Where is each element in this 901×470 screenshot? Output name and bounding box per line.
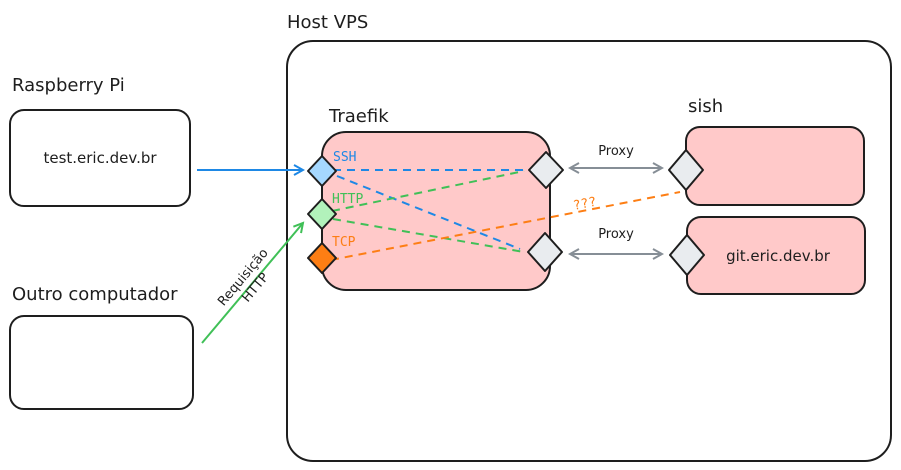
traefik-connector-bottom <box>527 232 563 272</box>
http-port-label: HTTP <box>332 192 363 207</box>
unknown-route-label: ??? <box>572 195 598 214</box>
http-route-line-top <box>331 170 525 212</box>
host-vps-container <box>286 40 892 462</box>
sish-top-connector <box>668 149 704 191</box>
proxy-label-top: Proxy <box>598 144 634 159</box>
tcp-port <box>307 242 337 274</box>
tcp-port-label: TCP <box>332 235 356 250</box>
raspberry-pi-box <box>9 109 191 207</box>
traefik-label: Traefik <box>328 106 389 127</box>
http-request-arrow <box>201 223 303 344</box>
raspberry-pi-label: Raspberry Pi <box>12 75 125 96</box>
ssh-route-line-diagonal <box>336 175 521 250</box>
host-vps-label: Host VPS <box>287 12 368 33</box>
sish-top-box <box>685 126 865 206</box>
ssh-port-label: SSH <box>333 150 356 165</box>
traefik-connector-top <box>528 151 564 189</box>
proxy-label-bottom: Proxy <box>598 227 634 242</box>
sish-label: sish <box>688 96 723 117</box>
tcp-route-line <box>330 191 681 261</box>
http-route-line-bottom <box>332 218 525 253</box>
outro-computador-box <box>9 315 194 410</box>
outro-computador-label: Outro computador <box>12 284 178 305</box>
sish-bottom-host: git.eric.dev.br <box>726 247 831 265</box>
ssh-port <box>307 155 337 187</box>
raspberry-pi-host: test.eric.dev.br <box>43 149 157 167</box>
http-port <box>307 198 337 230</box>
sish-bottom-connector <box>669 234 705 276</box>
